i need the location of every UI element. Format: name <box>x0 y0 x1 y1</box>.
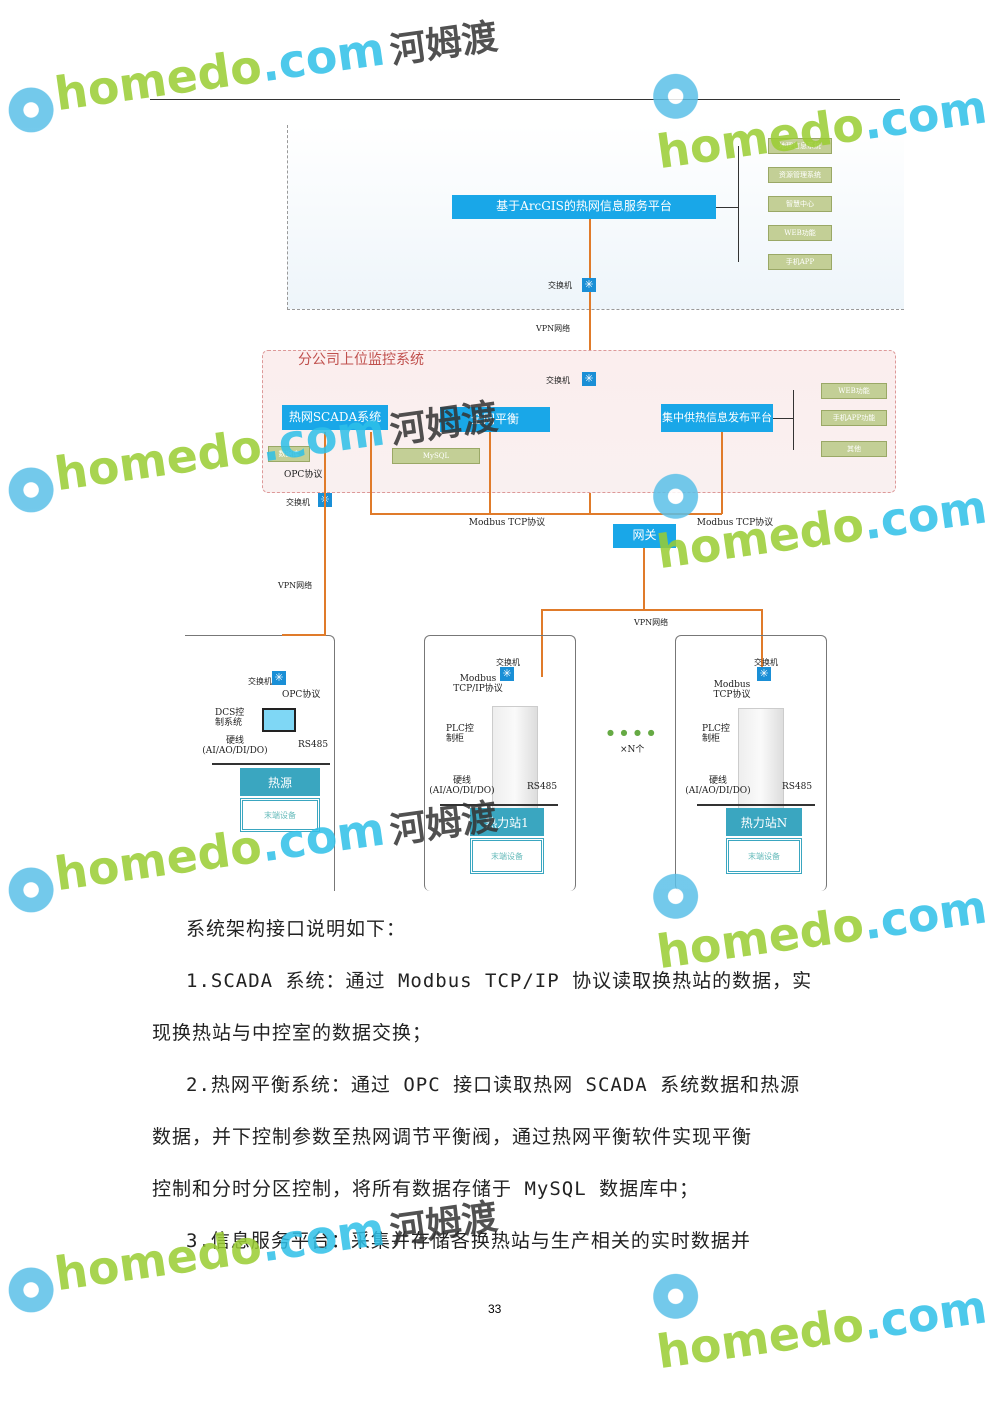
branch-title: 分公司上位监控系统 <box>298 352 424 368</box>
intro-paragraph: 系统架构接口说明如下： <box>186 918 407 940</box>
plc-label: PLC控制柜 <box>702 724 730 745</box>
vpn-label: VPN网络 <box>634 618 669 627</box>
publish-module: 其他 <box>821 441 887 457</box>
modbus-label: Modbus TCP协议 <box>696 518 774 528</box>
heat-source-panel <box>185 635 335 891</box>
monitor-icon <box>262 708 296 732</box>
page-number: 33 <box>488 1302 502 1316</box>
heat-source-box: 热源 <box>240 768 320 796</box>
terminal-box: 末端设备 <box>726 838 802 874</box>
balance-box: 全网平衡 <box>440 407 550 432</box>
paragraph-line: 3.信息服务平台：采集并存储各换热站与生产相关的实时数据并 <box>186 1230 751 1252</box>
gis-module: 智慧中心 <box>768 196 832 212</box>
terminal-box: 末端设备 <box>240 798 320 832</box>
station1-box: 热力站1 <box>470 808 544 836</box>
switch-icon: ✳ <box>757 667 771 681</box>
rs485-label: RS485 <box>782 782 813 792</box>
paragraph-line: 现换热站与中控室的数据交换； <box>152 1022 433 1044</box>
switch-label: 交换机 <box>286 498 310 507</box>
watermark-logo: homedo.com 河姆渡 <box>0 6 502 139</box>
publish-platform-box: 集中供热信息发布平台 <box>661 404 773 432</box>
gateway-box: 网关 <box>613 524 676 548</box>
plc-cabinet-icon <box>492 706 538 818</box>
vpn-label: VPN网络 <box>536 324 571 333</box>
mysql-box: MySQL <box>392 448 480 464</box>
paragraph-line: 2.热网平衡系统：通过 OPC 接口读取热网 SCADA 系统数据和热源 <box>186 1074 801 1096</box>
hardwire-label: 硬线(AI/AO/DI/DO) <box>429 776 495 797</box>
paragraph-line: 数据，并下控制参数至热网调节平衡阀，通过热网平衡软件实现平衡 <box>152 1126 753 1148</box>
publish-module: WEB功能 <box>821 383 887 399</box>
switch-label: 交换机 <box>496 658 520 667</box>
gis-module: 手机APP <box>768 254 832 270</box>
station1-panel <box>424 635 576 891</box>
modbus-tcpip-label: Modbus TCP/IP协议 <box>453 674 503 695</box>
plc-label: PLC控制柜 <box>446 724 474 745</box>
header-rule <box>150 99 900 100</box>
gis-module: WEB功能 <box>768 225 832 241</box>
scada-box: 热网SCADA系统 <box>282 405 388 430</box>
switch-icon: ✳ <box>582 278 596 292</box>
gis-platform-box: 基于ArcGIS的热网信息服务平台 <box>452 195 716 219</box>
terminal-box: 末端设备 <box>470 838 544 874</box>
ellipsis-dots: ● ● ● ● <box>607 728 657 737</box>
modbus-label: Modbus TCP协议 <box>468 518 546 528</box>
rs485-label: RS485 <box>298 740 329 750</box>
opc-label: OPC协议 <box>282 690 321 700</box>
switch-label: 交换机 <box>248 677 272 686</box>
plc-cabinet-icon <box>738 708 784 820</box>
publish-module: 手机APP功能 <box>821 410 887 426</box>
switch-icon: ✳ <box>272 671 286 685</box>
dcs-label: DCS控制系统 <box>215 708 245 729</box>
switch-icon: ✳ <box>500 667 514 681</box>
hardwire-label: 硬线(AI/AO/DI/DO) <box>685 776 751 797</box>
modbus-label: Modbus TCP协议 <box>713 680 751 701</box>
gis-module: 资源管理系统 <box>768 167 832 183</box>
database-box: 数据库 <box>268 446 310 462</box>
stationN-panel <box>675 635 827 891</box>
switch-label: 交换机 <box>754 658 778 667</box>
switch-icon: ✳ <box>582 372 596 386</box>
stationN-box: 热力站N <box>726 808 802 836</box>
hardwire-label: 硬线(AI/AO/DI/DO) <box>202 736 268 757</box>
paragraph-line: 1.SCADA 系统：通过 Modbus TCP/IP 协议读取换热站的数据，实 <box>186 970 813 992</box>
rs485-label: RS485 <box>527 782 558 792</box>
opc-label: OPC协议 <box>284 470 323 480</box>
times-n-label: ×N个 <box>620 745 645 755</box>
switch-label: 交换机 <box>548 281 572 290</box>
gis-module: 地理信息系统 <box>768 138 832 154</box>
paragraph-line: 控制和分时分区控制，将所有数据存储于 MySQL 数据库中； <box>152 1178 700 1200</box>
switch-label: 交换机 <box>546 376 570 385</box>
vpn-label: VPN网络 <box>278 581 313 590</box>
